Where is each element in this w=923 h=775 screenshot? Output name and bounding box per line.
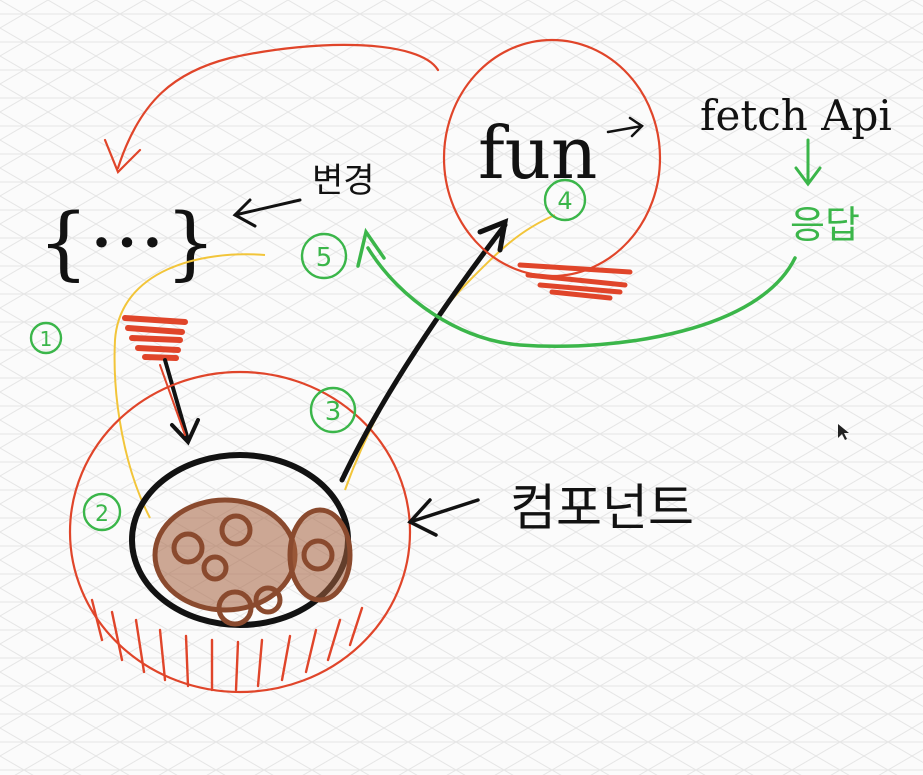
fetch-api-label: fetch Api [700,91,892,140]
fun-hatch [517,262,633,301]
step-4-label: 4 [557,187,572,215]
return-arrow [356,227,797,348]
braces-label: {···} [38,196,216,289]
step-5: 5 [300,232,348,280]
data-flow-arrow [122,315,200,446]
step-4: 4 [543,178,587,222]
component-label: 컴포넌트 [510,479,694,537]
component-label-arrow [407,498,480,537]
component-outer-circle [68,370,412,694]
step-2: 2 [82,492,122,532]
call-arrow [339,218,509,483]
change-label: 변경 [312,161,375,201]
state-braces: {···} [38,196,216,289]
step-3: 3 [309,386,357,434]
feedback-arrow [103,43,440,174]
step-1: 1 [29,321,63,355]
step-2-label: 2 [95,502,109,527]
response-arrow [794,138,822,187]
step-5-label: 5 [316,243,333,273]
mouse-cursor-icon [838,424,849,440]
child-components [152,497,353,627]
change-arrow [232,198,302,228]
fun-node: fun [442,38,662,301]
fetch-arrow [606,116,644,138]
response-label: 응답 [790,203,860,247]
step-1-label: 1 [40,327,53,351]
step-3-label: 3 [325,397,342,427]
fun-label: fun [478,111,597,195]
